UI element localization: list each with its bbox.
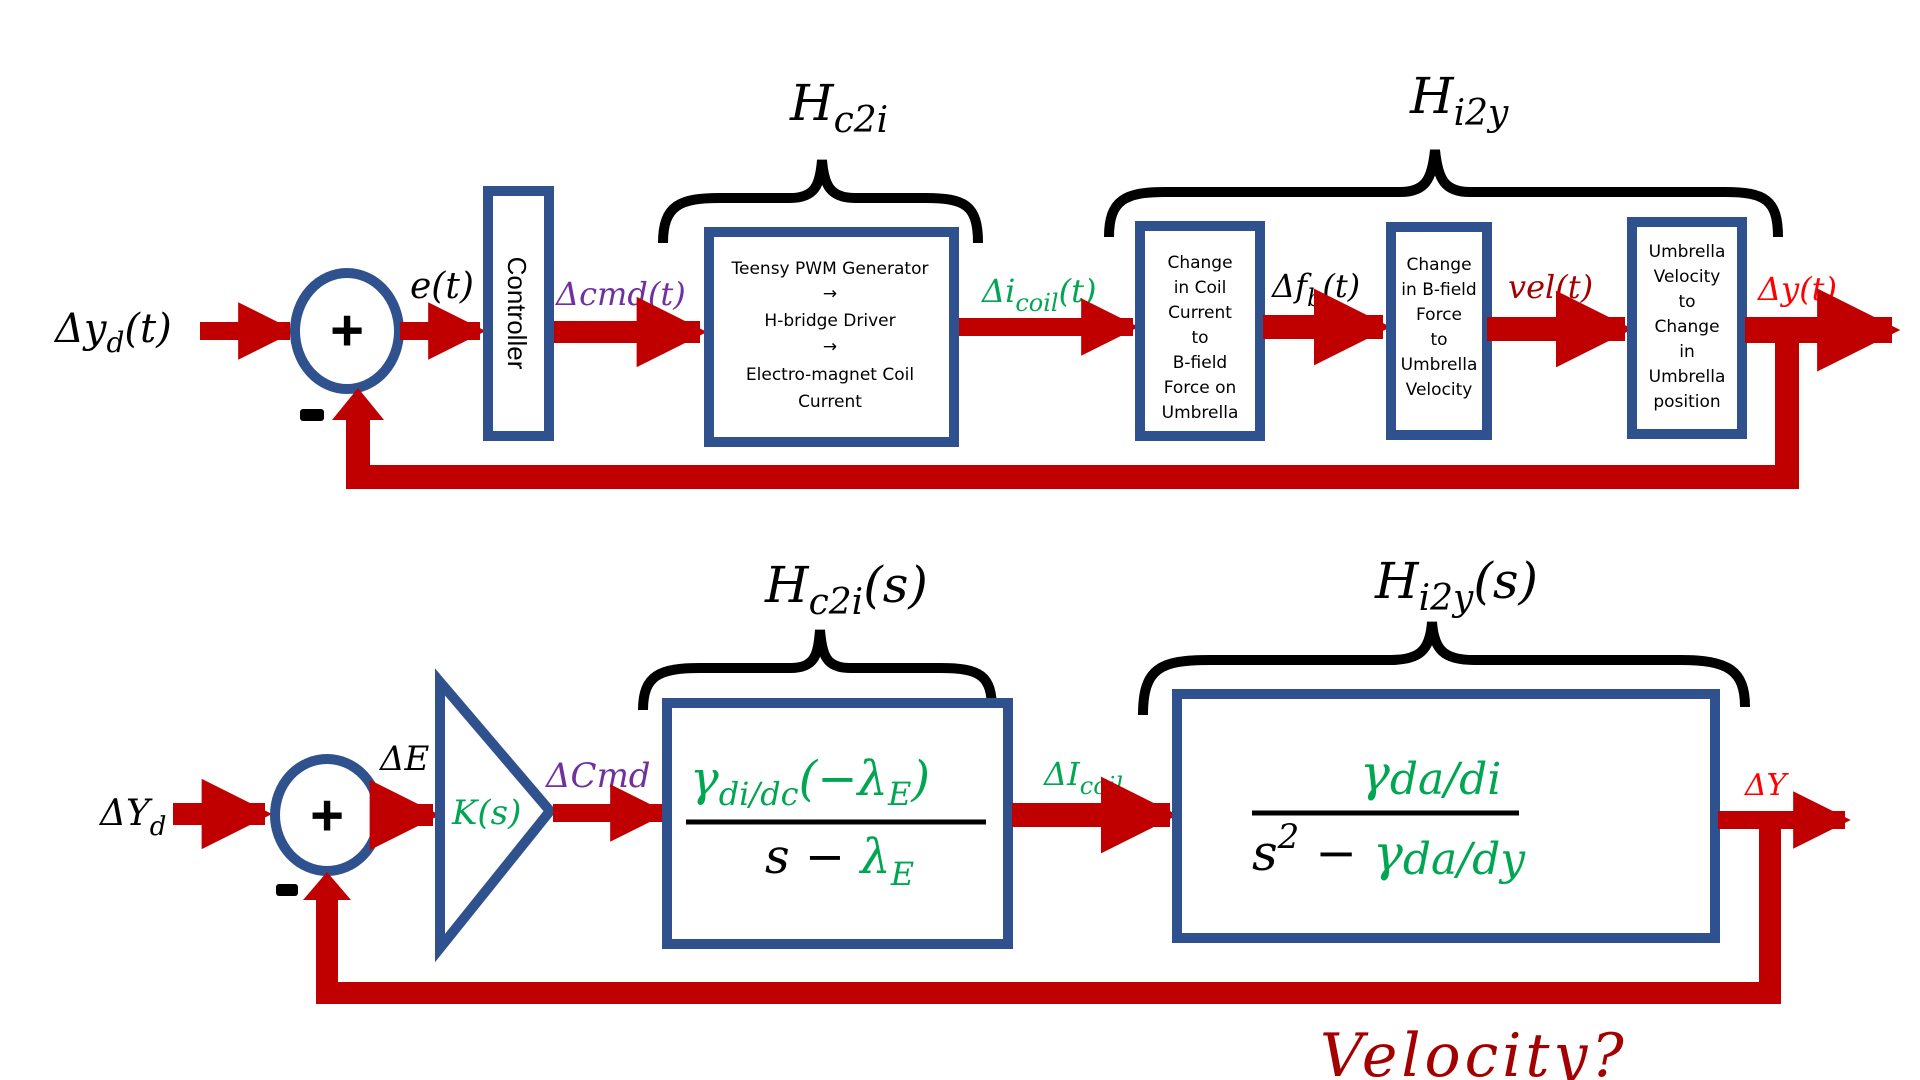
- block-line: in B-field: [1401, 280, 1476, 300]
- block-line: Force: [1416, 305, 1462, 325]
- block-line: Velocity: [1406, 380, 1473, 400]
- block-line: B-field: [1173, 353, 1227, 373]
- feedback-path: [346, 330, 1799, 489]
- block-line: position: [1653, 392, 1720, 412]
- gain-block-triangle: [435, 668, 557, 963]
- block-line: Change: [1406, 255, 1471, 275]
- s-output-signal-label: ΔY: [1744, 768, 1790, 803]
- coil-to-force-block: [1135, 221, 1265, 441]
- c2i-denominator: s − λE: [765, 829, 914, 893]
- summer-plus-sign: +: [330, 298, 364, 363]
- teensy-block-text: Teensy PWM Generator → H-bridge Driver →…: [731, 259, 929, 412]
- brace-c2i: [658, 159, 983, 244]
- controller-label: Controller: [502, 257, 532, 370]
- teensy-arrow-glyph: →: [823, 337, 837, 357]
- block-line: Change: [1654, 317, 1719, 337]
- block-line: to: [1191, 328, 1208, 348]
- s-feedback-arrowhead: [303, 872, 351, 900]
- summing-junction: [290, 268, 404, 394]
- block-line: in Coil: [1174, 278, 1227, 298]
- coil-to-force-text: Change in Coil Current to B-field Force …: [1162, 253, 1239, 423]
- output-signal-label: Δy(t): [1756, 270, 1837, 308]
- brace-c2i-label: Hc2i: [789, 74, 888, 141]
- block-line: Current: [1168, 303, 1232, 323]
- s-brace-i2y-label: Hi2y(s): [1374, 552, 1538, 619]
- block-line: Umbrella: [1401, 355, 1478, 375]
- block-line: Change: [1167, 253, 1232, 273]
- velocity-to-position-block: [1627, 217, 1747, 439]
- velocity-question-annotation: Velocity?: [1320, 1021, 1628, 1080]
- teensy-line: H-bridge Driver: [764, 311, 895, 331]
- teensy-line: Electro-magnet Coil: [746, 365, 914, 385]
- s-summer-plus-sign: +: [310, 783, 344, 848]
- block-line: Umbrella: [1649, 242, 1726, 262]
- time-domain-diagram: Δyd(t) + e(t) Controller Δcmd(t) Hc2i Te…: [53, 67, 1901, 489]
- teensy-driver-block: [704, 227, 959, 447]
- block-line: Umbrella: [1649, 367, 1726, 387]
- teensy-line: Teensy PWM Generator: [731, 259, 929, 279]
- i2y-transfer-function-block: [1172, 689, 1720, 943]
- gain-label: K(s): [451, 793, 521, 833]
- controller-block: [483, 186, 554, 441]
- s-brace-c2i: [638, 629, 997, 711]
- s-brace-c2i-label: Hc2i(s): [764, 556, 928, 623]
- velocity-signal-label: vel(t): [1508, 268, 1593, 306]
- force-to-velocity-block: [1386, 222, 1492, 440]
- brace-i2y: [1104, 149, 1783, 238]
- force-signal-label: Δfb(t): [1270, 267, 1360, 312]
- block-line: to: [1678, 292, 1695, 312]
- s-icoil-signal-label: ΔIcoil: [1042, 755, 1123, 800]
- block-line: in: [1679, 342, 1695, 362]
- s-error-signal-label: ΔE: [378, 739, 430, 779]
- c2i-numerator: γdi/dc(−λE): [690, 751, 930, 813]
- block-line: to: [1430, 330, 1447, 350]
- s-feedback-path: [316, 820, 1781, 1004]
- input-signal-label: Δyd(t): [53, 306, 172, 359]
- block-line: Velocity: [1654, 267, 1721, 287]
- force-to-velocity-text: Change in B-field Force to Umbrella Velo…: [1401, 255, 1478, 400]
- s-summer-minus-sign: [276, 884, 298, 896]
- summer-minus-sign: [300, 409, 324, 421]
- teensy-line: Current: [798, 392, 862, 412]
- cmd-signal-label: Δcmd(t): [554, 275, 686, 313]
- velocity-to-position-text: Umbrella Velocity to Change in Umbrella …: [1649, 242, 1726, 412]
- block-line: Umbrella: [1162, 403, 1239, 423]
- i2y-numerator: γda/di: [1360, 744, 1501, 805]
- s-domain-diagram: ΔYd + ΔE K(s) ΔCmd Hc2i(s) γdi/dc(−λE) s…: [98, 552, 1851, 1080]
- s-brace-i2y: [1138, 621, 1750, 716]
- block-line: Force on: [1164, 378, 1237, 398]
- i2y-denominator: s2 − γda/dy: [1252, 817, 1526, 885]
- error-signal-label: e(t): [410, 266, 474, 307]
- s-input-signal-label: ΔYd: [98, 793, 166, 842]
- feedback-arrowhead: [332, 388, 384, 420]
- s-cmd-signal-label: ΔCmd: [544, 756, 651, 796]
- teensy-arrow-glyph: →: [823, 284, 837, 304]
- brace-i2y-label: Hi2y: [1409, 67, 1509, 134]
- icoil-signal-label: Δicoil(t): [980, 272, 1096, 317]
